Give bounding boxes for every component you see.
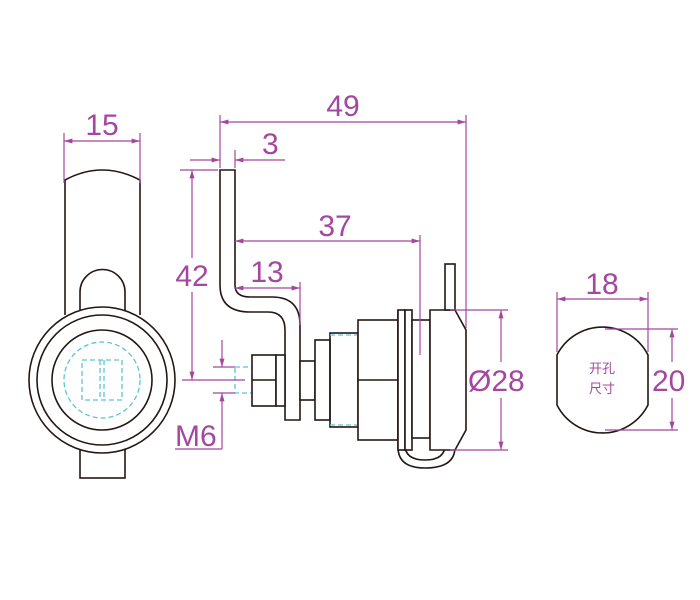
cutout-label-line1: 开孔 — [589, 362, 615, 377]
cutout-label-line2: 尺寸 — [589, 382, 615, 397]
dim-cam-bend: 13 — [250, 256, 283, 289]
panel-cutout: 开孔 尺寸 18 20 — [556, 268, 685, 434]
dim-cam-height: 42 — [175, 260, 208, 293]
dim-hole-height: 20 — [652, 365, 685, 398]
dim-hole-width: 18 — [585, 268, 618, 301]
dim-cam-offset: 37 — [318, 210, 351, 243]
side-view: 49 3 37 13 42 M6 Ø28 — [175, 90, 525, 469]
dim-front-width: 15 — [85, 109, 118, 142]
dim-flange-dia: Ø28 — [468, 365, 525, 398]
dim-thread: M6 — [175, 420, 217, 453]
dim-overall-length: 49 — [326, 90, 359, 123]
dim-cam-thickness: 3 — [262, 128, 279, 161]
front-view: 15 — [28, 109, 176, 479]
